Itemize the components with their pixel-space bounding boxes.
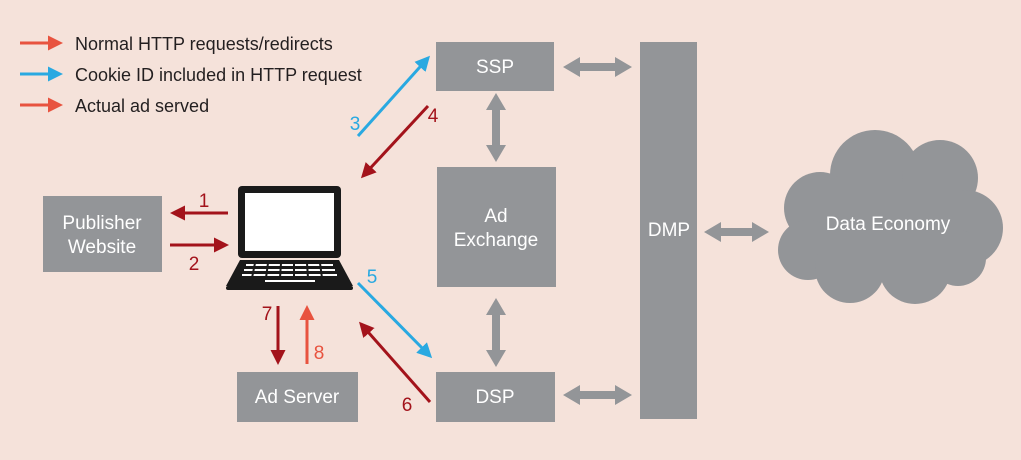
dsp-label: DSP (475, 387, 514, 408)
ad-server-label: Ad Server (255, 387, 340, 408)
legend-item-normal-http: Normal HTTP requests/redirects (20, 34, 333, 54)
arrow-step-3 (356, 55, 431, 138)
legend: Normal HTTP requests/redirects Cookie ID… (20, 34, 362, 116)
step-2-label: 2 (189, 254, 200, 275)
legend-label-normal-http: Normal HTTP requests/redirects (75, 34, 333, 54)
step-1-label: 1 (199, 191, 210, 212)
dsp-box: DSP (436, 372, 555, 422)
data-economy-label: Data Economy (826, 214, 951, 235)
legend-label-cookie-id: Cookie ID included in HTTP request (75, 65, 362, 85)
flow-arrows: 1 2 3 4 5 6 7 8 (170, 55, 439, 416)
connector-dmp-cloud (704, 222, 769, 242)
step-6-label: 6 (402, 395, 413, 416)
connector-ssp-dmp (563, 57, 632, 77)
ad-server-box: Ad Server (237, 372, 358, 422)
dmp-label: DMP (648, 220, 690, 241)
exchange-label-line1: Ad (484, 206, 507, 227)
connector-exchange-dsp (486, 298, 506, 367)
laptop-icon (226, 186, 353, 290)
ssp-label: SSP (476, 57, 514, 78)
exchange-label-line2: Exchange (454, 230, 539, 251)
data-economy-cloud: Data Economy (778, 130, 1003, 304)
publisher-label-line1: Publisher (62, 213, 142, 234)
connector-dsp-dmp (563, 385, 632, 405)
step-4-label: 4 (428, 106, 439, 127)
arrow-step-5 (356, 281, 433, 359)
ad-exchange-box: Ad Exchange (437, 167, 556, 287)
connector-ssp-exchange (486, 93, 506, 162)
ssp-box: SSP (436, 42, 554, 91)
dmp-box: DMP (640, 42, 697, 419)
step-5-label: 5 (367, 267, 378, 288)
arrow-step-4 (360, 104, 430, 179)
legend-label-ad-served: Actual ad served (75, 96, 209, 116)
step-8-label: 8 (314, 343, 325, 364)
connectors (486, 57, 769, 405)
arrow-step-6 (359, 321, 432, 403)
publisher-label-line2: Website (68, 237, 136, 258)
step-3-label: 3 (350, 114, 361, 135)
publisher-website-box: Publisher Website (43, 196, 162, 272)
legend-item-ad-served: Actual ad served (20, 96, 209, 116)
legend-item-cookie-id: Cookie ID included in HTTP request (20, 65, 362, 85)
step-7-label: 7 (262, 304, 273, 325)
